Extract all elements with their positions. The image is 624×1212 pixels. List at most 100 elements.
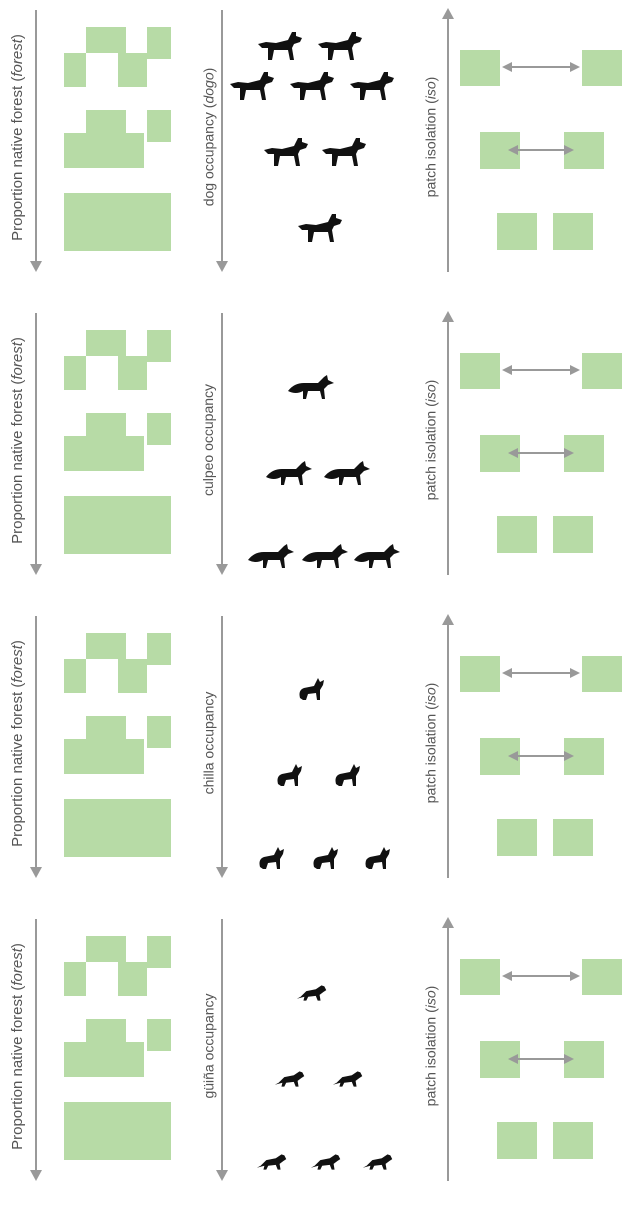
- forest-patch: [86, 1019, 126, 1043]
- forest-patch: [147, 27, 171, 59]
- panel-culpeo: Proportion native forest (forest) culpeo …: [0, 303, 624, 606]
- isolation-axis-label-paren-close: ): [421, 985, 438, 991]
- isolation-axis-label-text: patch isolation: [421, 406, 438, 501]
- dog-silhouette: [290, 72, 334, 100]
- habitat-patch: [460, 353, 500, 389]
- dog-silhouette: [318, 32, 362, 60]
- isolation-distance-arrow: [502, 668, 580, 678]
- forest-patch: [86, 716, 126, 740]
- forest-patch: [64, 133, 144, 168]
- chilla-fox-silhouette: [277, 764, 302, 786]
- forest-patch: [147, 330, 171, 362]
- isolation-distance-arrow: [508, 448, 574, 458]
- isolation-axis-label-variable: iso: [421, 687, 438, 706]
- occupancy-arrow-down: [216, 313, 228, 575]
- occupancy-arrow-down: [216, 10, 228, 272]
- dog-silhouette: [258, 32, 302, 60]
- isolation-axis-label-paren-open: (: [421, 402, 438, 407]
- occupancy-arrow-down: [216, 919, 228, 1181]
- guina-cat-silhouette: [296, 985, 327, 1001]
- isolation-axis-label-paren-open: (: [421, 1008, 438, 1013]
- isolation-axis-label-variable: iso: [421, 990, 438, 1009]
- forest-axis-label: Proportion native forest (forest): [8, 640, 25, 847]
- forest-patch: [86, 27, 126, 53]
- forest-patch: [64, 739, 144, 774]
- chilla-fox-silhouette: [299, 678, 324, 700]
- forest-axis-label: Proportion native forest (forest): [8, 34, 25, 241]
- isolation-axis-label-paren-close: ): [421, 379, 438, 385]
- dog-silhouette: [350, 72, 394, 100]
- panel-guina: Proportion native forest (forest)güiña o…: [0, 909, 624, 1212]
- habitat-patch: [497, 819, 537, 856]
- chilla-fox-silhouette: [313, 847, 338, 869]
- forest-patch: [64, 659, 86, 693]
- forest-patch: [64, 496, 171, 554]
- forest-patch: [64, 53, 86, 87]
- panel-graphics: [30, 8, 622, 272]
- isolation-distance-arrow: [508, 145, 574, 155]
- dog-silhouette: [322, 138, 366, 166]
- habitat-patch: [553, 213, 593, 250]
- forest-patch: [64, 356, 86, 390]
- habitat-patch: [553, 1122, 593, 1159]
- isolation-axis-label-paren-close: ): [421, 682, 438, 688]
- forest-patch: [64, 799, 171, 857]
- dog-silhouette: [264, 138, 308, 166]
- isolation-distance-arrow: [502, 62, 580, 72]
- forest-patch: [86, 413, 126, 437]
- chilla-fox-silhouette: [259, 847, 284, 869]
- forest-axis-label-variable: forest: [8, 38, 26, 77]
- isolation-axis-label: patch isolation (iso): [422, 683, 438, 804]
- forest-axis-label-text: Proportion native forest: [8, 687, 26, 847]
- forest-patch: [118, 962, 147, 996]
- isolation-axis-label-text: patch isolation: [421, 103, 438, 198]
- isolation-axis-label-paren-open: (: [421, 705, 438, 710]
- forest-axis-label-paren-close: ): [8, 942, 26, 948]
- isolation-distance-arrow: [508, 751, 574, 761]
- forest-arrow: [30, 313, 42, 575]
- forest-patch: [147, 110, 171, 142]
- occupancy-axis-label-text: culpeo occupancy: [200, 383, 217, 497]
- chilla-fox-silhouette: [365, 847, 390, 869]
- occupancy-axis-label-paren-close: ): [199, 67, 216, 73]
- isolation-distance-arrow: [502, 365, 580, 375]
- forest-axis-label-paren-close: ): [8, 336, 26, 342]
- habitat-patch: [553, 819, 593, 856]
- culpeo-fox-silhouette: [354, 544, 400, 568]
- occupancy-axis-label-text: chilla occupancy: [199, 691, 216, 795]
- habitat-patch: [497, 213, 537, 250]
- occupancy-axis-label: chilla occupancy: [200, 692, 216, 795]
- forest-arrow: [30, 616, 42, 878]
- habitat-patch: [497, 1122, 537, 1159]
- forest-arrow: [30, 10, 42, 272]
- forest-axis-label-variable: forest: [8, 947, 26, 986]
- forest-patch: [118, 659, 147, 693]
- panel-chilla: Proportion native forest (forest) chilla …: [0, 606, 624, 909]
- guina-cat-silhouette: [332, 1071, 363, 1087]
- forest-patch: [118, 53, 147, 87]
- forest-axis-label: Proportion native forest (forest): [8, 337, 25, 544]
- guina-cat-silhouette: [362, 1154, 393, 1170]
- forest-arrow: [30, 919, 42, 1181]
- panel-graphics: [30, 917, 622, 1181]
- forest-patch: [118, 356, 147, 390]
- isolation-arrow-up: [442, 917, 454, 1181]
- isolation-axis-label-paren-close: ): [421, 76, 438, 82]
- isolation-axis-label-text: patch isolation: [421, 1012, 438, 1107]
- forest-patch: [64, 962, 86, 996]
- isolation-distance-arrow: [502, 971, 580, 981]
- forest-patch: [64, 1102, 171, 1160]
- culpeo-fox-silhouette: [324, 461, 370, 485]
- isolation-axis-label-paren-open: (: [421, 99, 438, 104]
- forest-patch: [147, 936, 171, 968]
- culpeo-fox-silhouette: [288, 375, 334, 399]
- forest-patch: [86, 110, 126, 134]
- panel-dog: Proportion native forest (forest)dog occ…: [0, 0, 624, 303]
- forest-axis-label-variable: forest: [8, 341, 26, 380]
- habitat-patch: [460, 656, 500, 692]
- isolation-axis-label: patch isolation (iso): [422, 986, 438, 1107]
- isolation-arrow-up: [442, 311, 454, 575]
- panel-graphics: [30, 311, 622, 575]
- occupancy-axis-label: culpeo occupancy: [200, 384, 216, 496]
- habitat-patch: [582, 353, 622, 389]
